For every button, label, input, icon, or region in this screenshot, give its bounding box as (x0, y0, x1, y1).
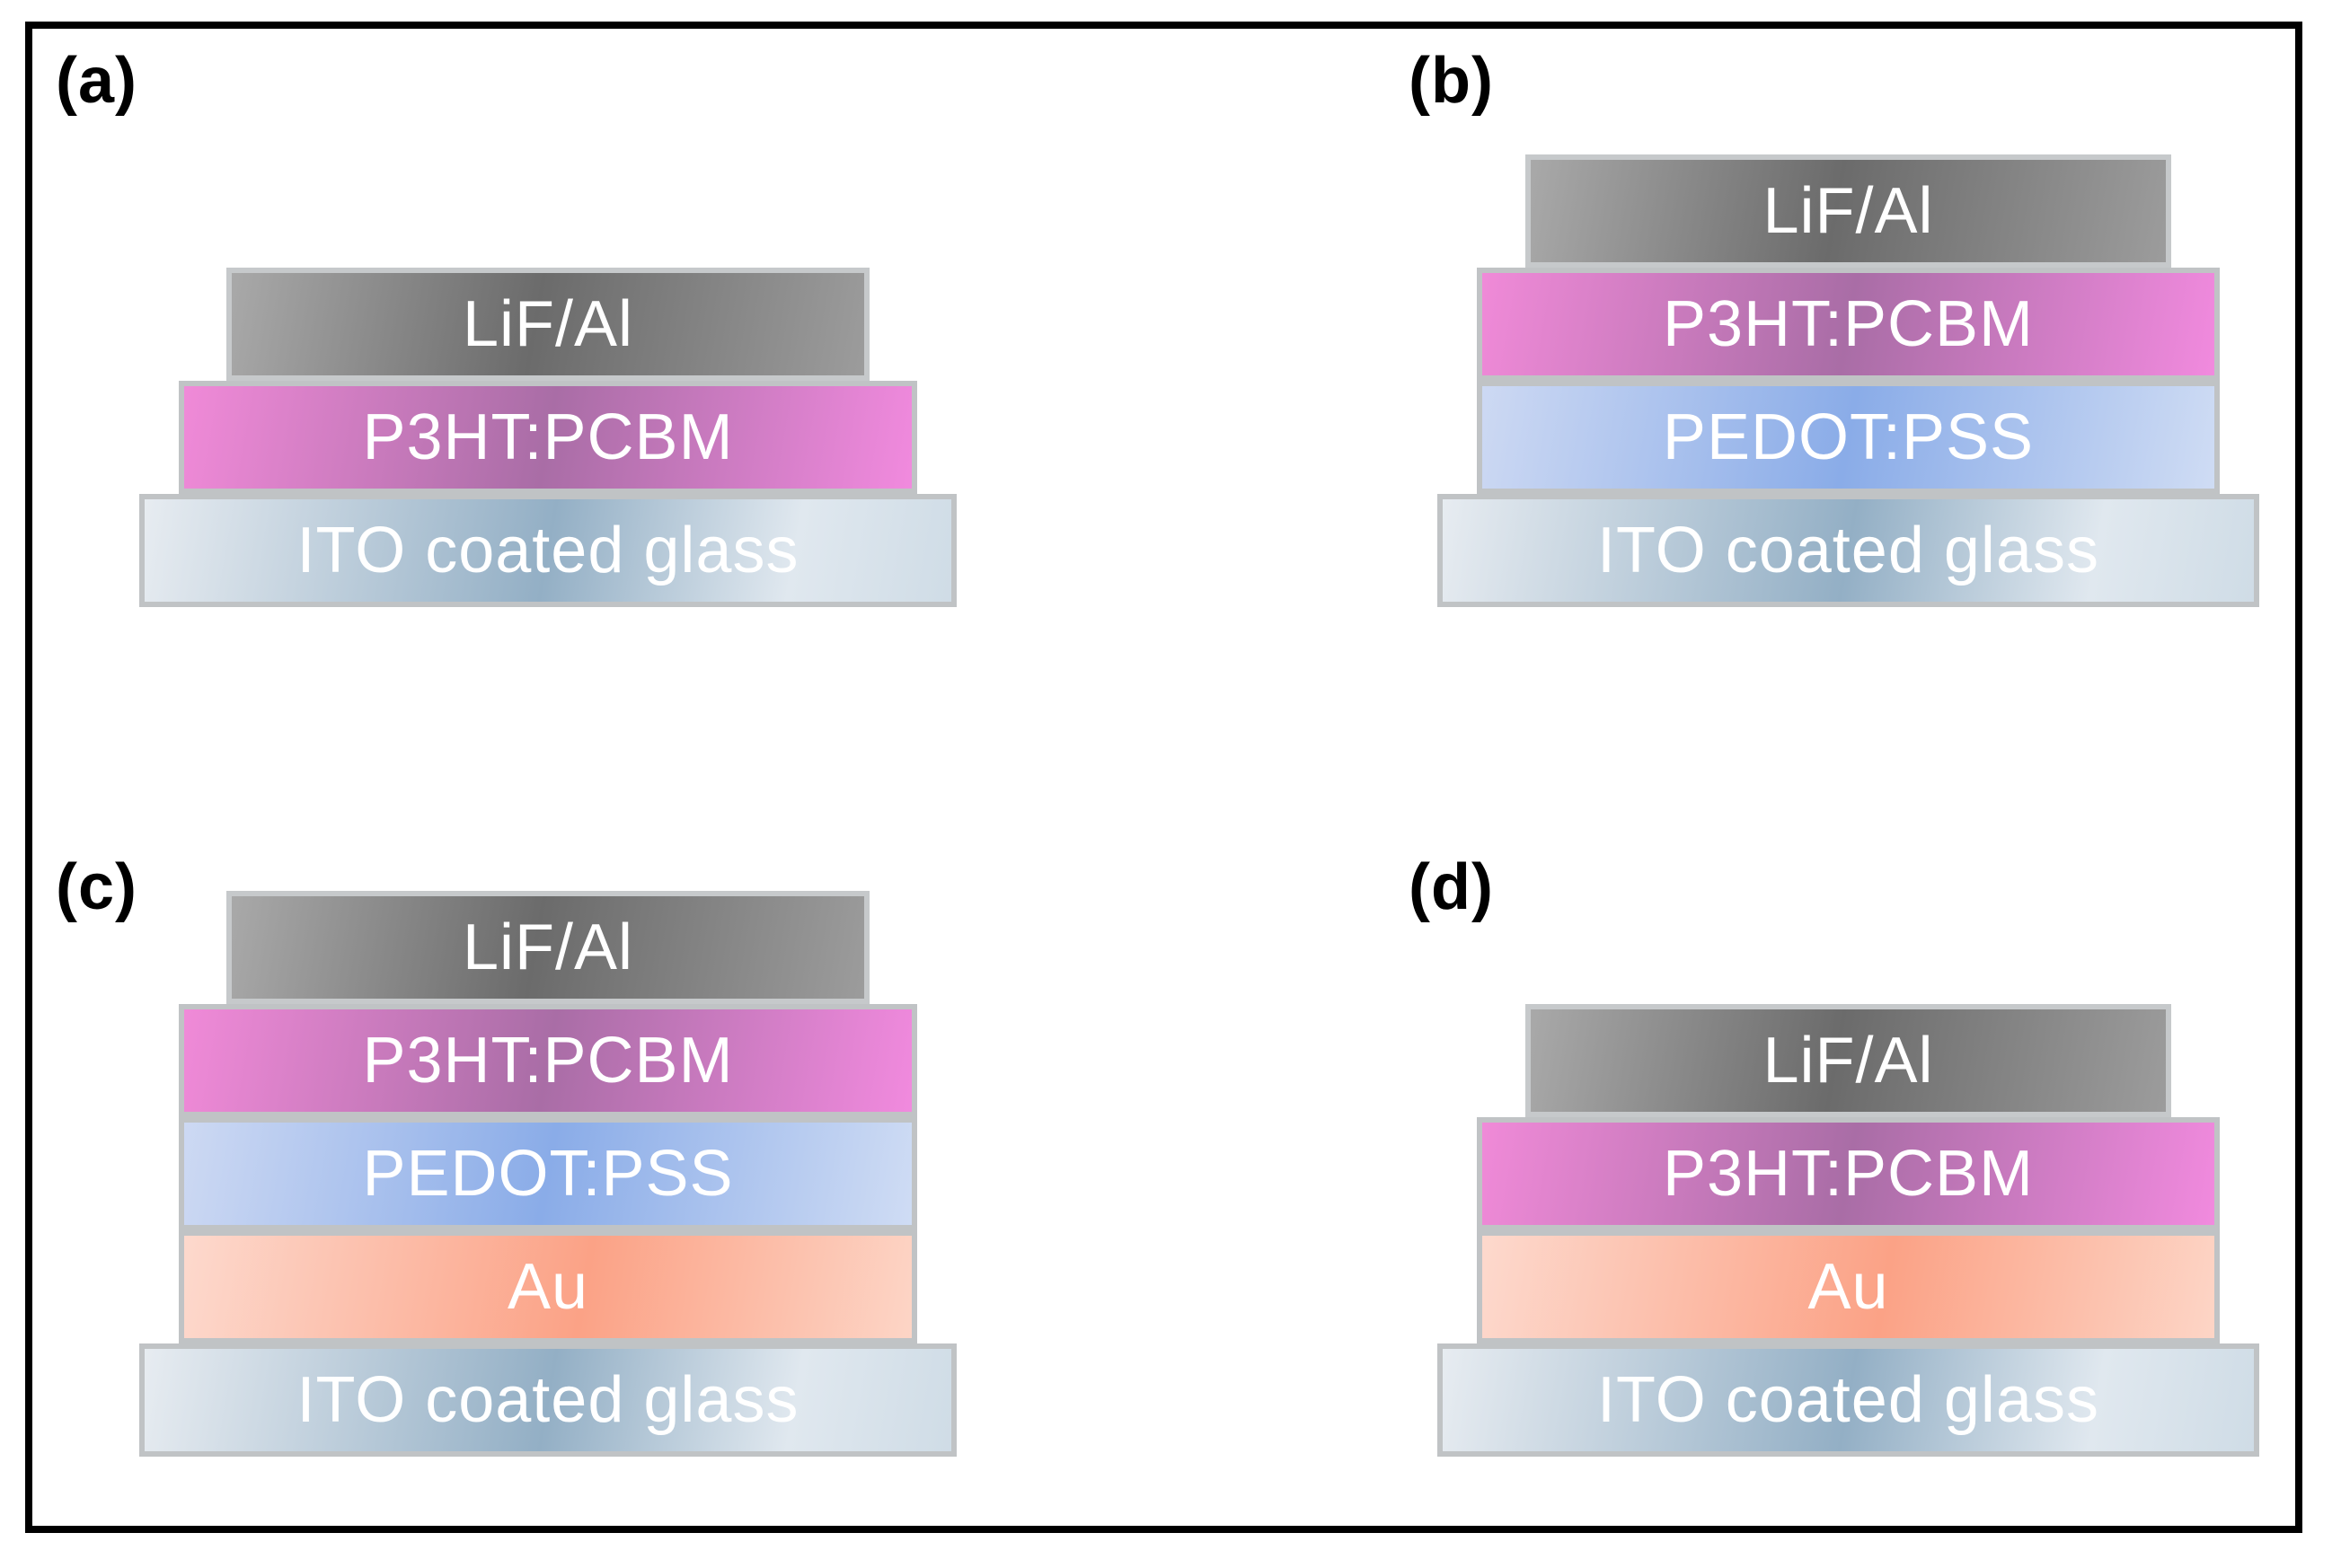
panel-label-a: (a) (56, 45, 137, 117)
layer-lif-al: LiF/Al (226, 268, 870, 381)
panel-label-b: (b) (1409, 45, 1494, 117)
layer-au-label: Au (1807, 1251, 1889, 1323)
layer-p3ht-pcbm: P3HT:PCBM (1477, 1117, 2220, 1230)
layer-ito-glass-label: ITO coated glass (296, 515, 799, 586)
layer-p3ht-pcbm-label: P3HT:PCBM (362, 401, 734, 473)
layer-lif-al: LiF/Al (226, 891, 870, 1004)
layer-ito-glass-label: ITO coated glass (1597, 1364, 2099, 1436)
layer-ito-glass: ITO coated glass (139, 1343, 957, 1457)
layer-pedot-pss: PEDOT:PSS (1477, 381, 2220, 494)
panel-label-d: (d) (1409, 851, 1494, 923)
layer-lif-al: LiF/Al (1524, 1004, 2172, 1117)
layer-lif-al-label: LiF/Al (462, 912, 634, 983)
layer-stack-c: LiF/Al P3HT:PCBM PEDOT:PSS Au ITO coated… (139, 891, 957, 1457)
layer-lif-al-label: LiF/Al (1762, 1025, 1934, 1097)
layer-pedot-pss-label: PEDOT:PSS (1662, 401, 2035, 473)
layer-lif-al: LiF/Al (1524, 154, 2172, 268)
layer-stack-d: LiF/Al P3HT:PCBM Au ITO coated glass (1437, 1004, 2259, 1457)
layer-au-label: Au (507, 1251, 589, 1323)
layer-lif-al-label: LiF/Al (462, 288, 634, 360)
layer-ito-glass: ITO coated glass (139, 494, 957, 607)
layer-stack-b: LiF/Al P3HT:PCBM PEDOT:PSS ITO coated gl… (1437, 154, 2259, 607)
layer-au: Au (179, 1230, 917, 1343)
layer-p3ht-pcbm: P3HT:PCBM (179, 381, 917, 494)
layer-p3ht-pcbm: P3HT:PCBM (179, 1004, 917, 1117)
layer-p3ht-pcbm-label: P3HT:PCBM (1662, 288, 2035, 360)
layer-lif-al-label: LiF/Al (1762, 175, 1934, 247)
layer-p3ht-pcbm: P3HT:PCBM (1477, 268, 2220, 381)
panel-label-c: (c) (56, 851, 137, 923)
layer-ito-glass-label: ITO coated glass (296, 1364, 799, 1436)
layer-au: Au (1477, 1230, 2220, 1343)
layer-stack-a: LiF/Al P3HT:PCBM ITO coated glass (139, 268, 957, 607)
layer-p3ht-pcbm-label: P3HT:PCBM (362, 1025, 734, 1097)
layer-pedot-pss: PEDOT:PSS (179, 1117, 917, 1230)
layer-ito-glass-label: ITO coated glass (1597, 515, 2099, 586)
layer-p3ht-pcbm-label: P3HT:PCBM (1662, 1138, 2035, 1210)
layer-ito-glass: ITO coated glass (1437, 1343, 2259, 1457)
layer-ito-glass: ITO coated glass (1437, 494, 2259, 607)
layer-pedot-pss-label: PEDOT:PSS (362, 1138, 734, 1210)
